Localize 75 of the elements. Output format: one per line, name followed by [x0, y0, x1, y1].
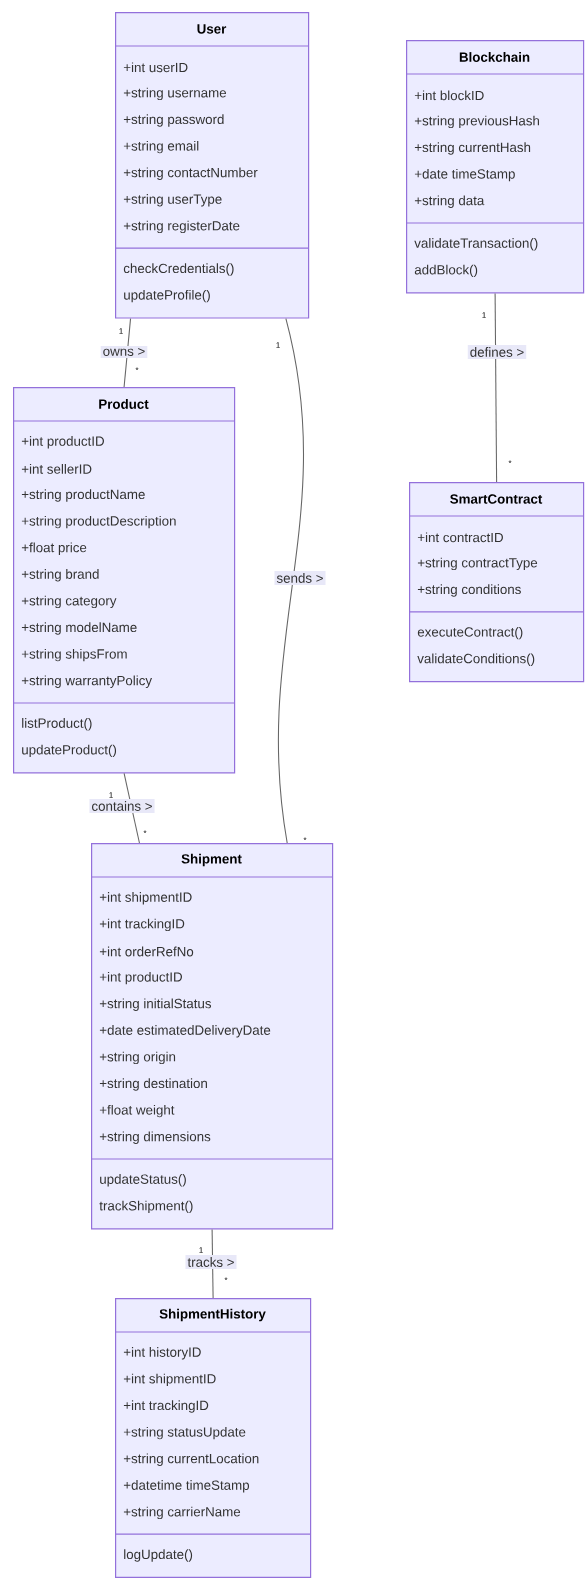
- method-text: listProduct(): [22, 718, 92, 731]
- attribute-text: +string contactNumber: [123, 167, 258, 180]
- edge-label: sends >: [274, 571, 326, 585]
- attribute-text: +string modelName: [21, 622, 137, 635]
- multiplicity-label: *: [508, 460, 512, 464]
- attribute-text: +int shipmentID: [99, 892, 192, 905]
- class-box: Blockchain +int blockID +string previousHash +string currentHash +date timeStamp +string data validateTransaction() addBlock(): [405, 40, 585, 294]
- attribute-text: +string currentHash: [414, 142, 531, 155]
- attribute-text: +string productDescription: [21, 515, 176, 529]
- class-box: ShipmentHistory +int historyID +int shipmentID +int trackingID +string statusUpdate +string currentLocation +datetime timeStamp +string carrierName logUpdate(): [114, 1298, 312, 1578]
- attribute-text: +int blockID: [414, 90, 484, 101]
- method-text: validateTransaction(): [414, 238, 538, 251]
- attribute-text: +string currentLocation: [123, 1453, 259, 1466]
- method-text: logUpdate(): [124, 1549, 193, 1562]
- multiplicity-label: *: [224, 1277, 228, 1281]
- attribute-text: +date estimatedDeliveryDate: [99, 1025, 271, 1038]
- attribute-text: +string password: [123, 114, 224, 127]
- attribute-text: +string carrierName: [123, 1506, 241, 1520]
- attribute-text: +date timeStamp: [414, 168, 515, 182]
- attribute-text: +string category: [21, 595, 117, 609]
- attribute-text: +string userType: [123, 194, 222, 207]
- edge-label: defines >: [467, 345, 527, 359]
- multiplicity-label: *: [143, 830, 147, 834]
- attribute-text: +float weight: [99, 1104, 175, 1118]
- multiplicity-label: 1: [482, 312, 486, 318]
- attribute-text: +int orderRefNo: [99, 946, 194, 957]
- multiplicity-label: 1: [276, 342, 280, 348]
- edge-label: tracks >: [185, 1255, 237, 1269]
- method-text: validateConditions(): [417, 653, 535, 666]
- method-text: updateProfile(): [124, 289, 210, 303]
- method-text: addBlock(): [414, 264, 478, 278]
- attribute-text: +string origin: [99, 1051, 176, 1065]
- attribute-text: +string warrantyPolicy: [21, 675, 152, 688]
- method-text: trackShipment(): [99, 1200, 193, 1214]
- attribute-text: +float price: [21, 542, 87, 555]
- method-text: executeContract(): [417, 626, 523, 640]
- multiplicity-label: 1: [119, 328, 123, 334]
- attribute-text: +string conditions: [417, 584, 521, 597]
- edge-label: contains >: [89, 799, 155, 813]
- attribute-text: +int productID: [99, 971, 182, 985]
- attribute-text: +datetime timeStamp: [123, 1480, 250, 1493]
- association-line: [277, 318, 305, 844]
- attribute-text: +int userID: [123, 62, 188, 73]
- class-box: SmartContract +int contractID +string contractType +string conditions executeContract() validateConditions(): [408, 482, 585, 683]
- attribute-text: +int sellerID: [21, 464, 92, 474]
- attribute-text: +string productName: [21, 489, 145, 502]
- attribute-text: +string statusUpdate: [123, 1426, 246, 1440]
- attribute-text: +string dimensions: [99, 1131, 211, 1144]
- attribute-text: +string previousHash: [414, 115, 539, 129]
- attribute-text: +string username: [123, 87, 227, 101]
- association-line: [494, 292, 498, 483]
- attribute-text: +int contractID: [417, 532, 503, 543]
- attribute-text: +string email: [123, 140, 199, 154]
- multiplicity-label: 1: [109, 792, 113, 798]
- attribute-text: +int trackingID: [99, 918, 185, 932]
- method-text: updateStatus(): [100, 1174, 186, 1187]
- attribute-text: +int productID: [21, 436, 104, 449]
- method-text: updateProduct(): [22, 744, 117, 758]
- class-box: Product +int productID +int sellerID +string productName +string productDescription +float price +string brand +string category +string modelName +string shipsFrom +string warrantyPolicy listProduct() updateProduct(): [12, 387, 236, 774]
- attribute-text: +string brand: [21, 569, 99, 582]
- method-text: checkCredentials(): [123, 263, 234, 276]
- class-box: Shipment +int shipmentID +int trackingID +int orderRefNo +int productID +string initialStatus +date estimatedDeliveryDate +string origin +string destination +float weight +string dimensions updateStatus() trackShipment(): [90, 843, 334, 1230]
- attribute-text: +string shipsFrom: [21, 648, 127, 662]
- attribute-text: +int trackingID: [123, 1400, 209, 1413]
- edge-label: owns >: [100, 346, 148, 358]
- multiplicity-label: 1: [199, 1247, 203, 1253]
- attribute-text: +string destination: [99, 1078, 207, 1091]
- attribute-text: +string contractType: [417, 557, 538, 571]
- attribute-text: +string initialStatus: [99, 998, 212, 1011]
- attribute-text: +int historyID: [123, 1347, 201, 1360]
- class-box: User +int userID +string username +string password +string email +string contactNumber +string userType +string registerDate checkCredentials() updateProfile(): [114, 12, 310, 319]
- attribute-text: +int shipmentID: [123, 1373, 216, 1387]
- attribute-text: +string data: [414, 195, 485, 208]
- attribute-text: +string registerDate: [123, 220, 240, 234]
- multiplicity-label: *: [135, 367, 139, 371]
